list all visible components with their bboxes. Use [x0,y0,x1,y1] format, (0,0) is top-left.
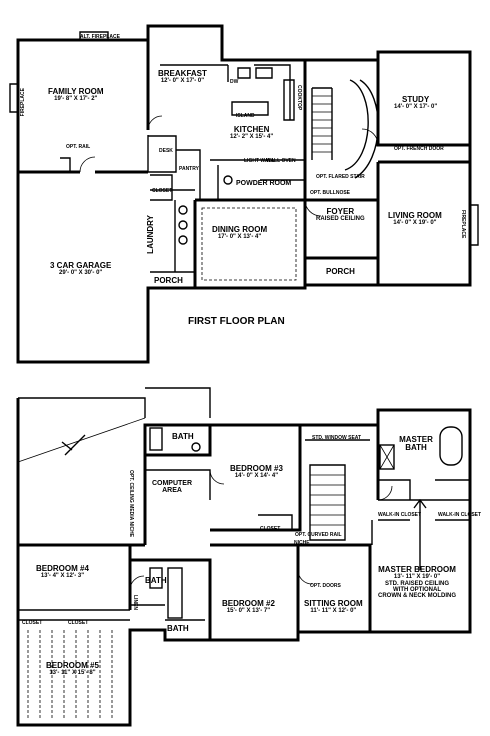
powder-room-label: POWDER ROOM [236,180,292,187]
alt-fireplace-label: ALT. FIREPLACE [80,34,120,40]
bath-label-mid: BATH [145,576,167,585]
window-seat-label: STD. WINDOW SEAT [312,435,362,441]
garage-label: 3 CAR GARAGE 29'- 0" X 30'- 0" [50,261,112,277]
family-room-label: FAMILY ROOM 19'- 8" X 17'- 2" [48,87,104,103]
linen-label: LINEN [132,595,138,610]
closet-label-1: CLOSET [152,188,173,194]
opt-ceiling-label: OPT. CEILING MEDIA NICHE [128,470,134,538]
closet-label-b5: CLOSET [68,620,89,626]
island-label: ISLAND [236,113,255,119]
first-floor-walls [9,24,479,364]
second-floor-walls [16,387,472,727]
porch-label-2: PORCH [326,267,355,276]
arrow-markers [61,434,427,570]
opt-flared-stair-label: OPT. FLARED STAIR [316,174,365,180]
breakfast-label: BREAKFAST 12'- 0" X 17'- 0" [158,69,207,85]
kitchen-label: KITCHEN 12'- 2" X 15'- 4" [230,125,274,141]
pantry-label: PANTRY [179,166,199,172]
bedroom3-label: BEDROOM #3 14'- 0" X 14'- 4" [230,464,283,480]
master-bedroom-label: MASTER BEDROOM 13'- 11" X 19'- 0" STD. R… [378,565,456,600]
opt-doors-label: OPT. DOORS [310,583,341,589]
porch-label-1: PORCH [154,276,183,285]
sitting-room-label: SITTING ROOM 11'- 11" X 12'- 0" [304,599,363,615]
bedroom4-label: BEDROOM #4 13'- 4" X 12'- 3" [36,564,89,580]
first-floor-plan-title: FIRST FLOOR PLAN [188,316,285,327]
laundry-label: LAUNDRY [146,215,155,254]
opt-rail-label: OPT. RAIL [66,144,91,150]
computer-area-label: COMPUTER AREA [151,480,193,495]
opt-bullnose-label: OPT. BULLNOSE [310,190,351,196]
light-wall-label: LIGHT WALL [244,158,275,164]
closet-label-b3: CLOSET [260,526,281,532]
oven-label: WALL OVEN [266,158,296,164]
master-bath-label: MASTER BATH [399,435,433,453]
bedroom5-label: BEDROOM #5 13'- 11" X 15'- 8" [46,661,99,677]
bedroom2-label: BEDROOM #2 15'- 0" X 13'- 7" [222,599,275,615]
living-room-label: LIVING ROOM 14'- 0" X 19'- 0" [388,211,442,227]
walkin-closet-label-2: WALK-IN CLOSET [438,512,482,518]
dishwasher-label: DW [230,79,239,85]
bath-label-top: BATH [172,432,194,441]
opt-curved-rail-label: OPT. CURVED RAIL [295,532,342,538]
niche-label: NICHE [294,540,310,546]
walkin-closet-label-1: WALK-IN CLOSET [378,512,422,518]
fireplace-label-1: FIREPLACE [20,88,26,117]
foyer-label: FOYER RAISED CEILING [316,207,365,223]
dining-room-label: DINING ROOM 17'- 0" X 13'- 4" [212,225,268,241]
closet-label-b4: CLOSET [22,620,43,626]
bath-label-low: BATH [167,624,189,633]
fireplace-label-2: FIREPLACE [460,210,466,239]
study-label: STUDY 14'- 0" X 17'- 0" [394,95,438,111]
cooktop-label: COOKTOP [296,85,302,111]
opt-french-door-label: OPT. FRENCH DOOR [394,146,444,152]
desk-label: DESK [159,148,173,154]
